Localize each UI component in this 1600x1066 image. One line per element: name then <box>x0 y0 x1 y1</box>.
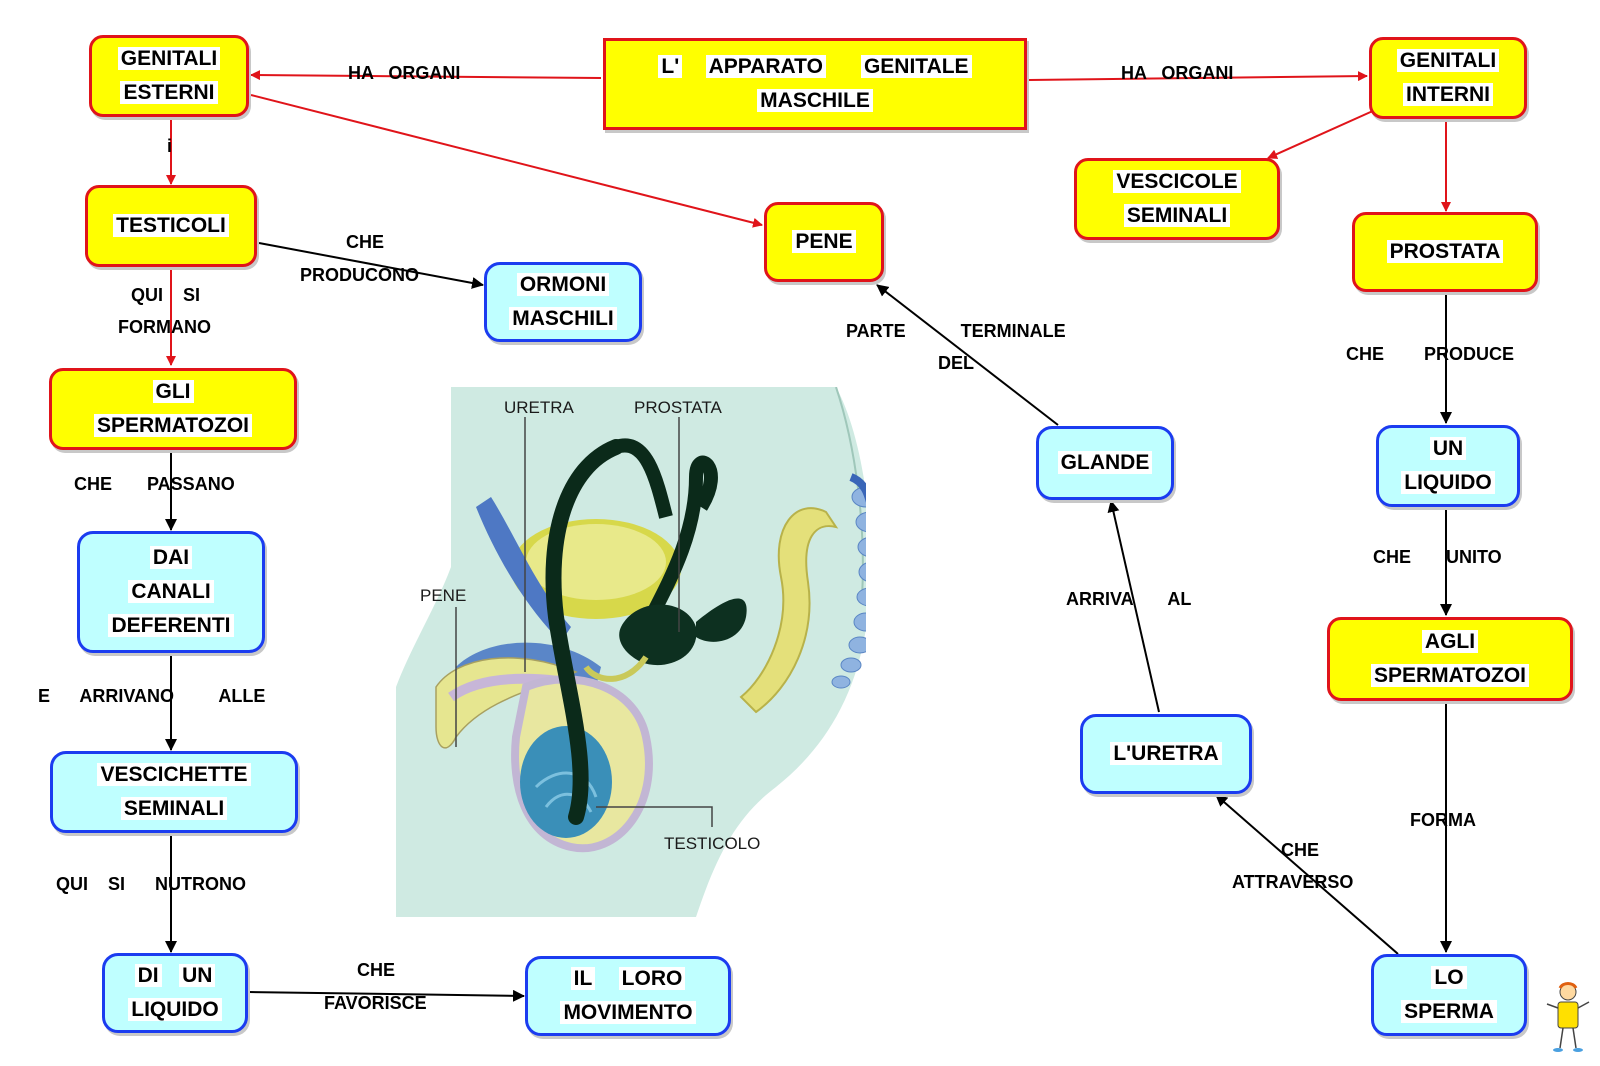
node-agli-spermatozoi: AGLI SPERMATOZOI <box>1327 617 1573 701</box>
node-un-liquido: UN LIQUIDO <box>1376 425 1520 507</box>
edge-testicoli-ormoni <box>258 242 484 289</box>
node-pene: PENE <box>764 202 884 282</box>
label-arriva-al: ARRIVA AL <box>1066 589 1192 609</box>
label-parte-terminale-1: PARTE TERMINALE <box>846 321 1066 341</box>
node-lo-sperma: LO SPERMA <box>1371 954 1527 1036</box>
label-parte-terminale-2: DEL <box>938 353 974 373</box>
edge-liquido-movimento <box>248 989 525 1002</box>
node-loro-movimento: IL LORO MOVIMENTO <box>525 956 731 1036</box>
illus-label-prostata: PROSTATA <box>634 398 723 417</box>
node-gli-spermatozoi: GLI SPERMATOZOI <box>49 368 297 450</box>
illus-label-testicolo: TESTICOLO <box>664 834 760 853</box>
label-qui-si-nutrono: QUI SI NUTRONO <box>56 874 247 894</box>
label-che-attraverso-2: ATTRAVERSO <box>1232 872 1354 892</box>
label-qui-si-formano-1: QUI SI <box>131 285 201 305</box>
label-che-producono-1: CHE <box>346 232 385 252</box>
node-canali-deferenti: DAI CANALI DEFERENTI <box>77 531 265 653</box>
node-genitali-esterni: GENITALI ESTERNI <box>89 35 249 117</box>
edge-root-interni <box>1028 71 1368 82</box>
node-genitali-interni: GENITALI INTERNI <box>1369 37 1527 119</box>
node-ormoni-maschili: ORMONI MASCHILI <box>484 262 642 342</box>
anatomy-illustration: URETRA PROSTATA PENE TESTICOLO <box>396 387 866 917</box>
label-che-attraverso-1: CHE <box>1281 840 1320 860</box>
edge-sperma-uretra <box>1215 794 1399 955</box>
edge-uretra-glande <box>1107 500 1160 713</box>
label-che-passano: CHE PASSANO <box>74 474 235 494</box>
node-prostata: PROSTATA <box>1352 212 1538 292</box>
label-e-arrivano-alle: E ARRIVANO ALLE <box>38 686 266 706</box>
illus-label-pene: PENE <box>420 586 466 605</box>
edge-glande-pene <box>876 284 1059 426</box>
label-che-favorisce-1: CHE <box>357 960 396 980</box>
node-apparato-genitale: L' APPARATO GENITALE MASCHILE <box>603 38 1027 130</box>
label-che-favorisce-2: FAVORISCE <box>324 993 427 1013</box>
node-vescichette-seminali: VESCICHETTE SEMINALI <box>50 751 298 833</box>
label-che-unito: CHE UNITO <box>1373 547 1502 567</box>
edge-root-esterni <box>250 70 602 81</box>
label-che-produce: CHE PRODUCE <box>1346 344 1515 364</box>
label-qui-si-formano-2: FORMANO <box>118 317 211 337</box>
edge-interni-vescicole <box>1267 109 1376 159</box>
node-di-un-liquido: DI UN LIQUIDO <box>102 953 248 1033</box>
illus-label-uretra: URETRA <box>504 398 575 417</box>
label-ha-organi-left: HA ORGANI <box>348 63 461 83</box>
label-i: i <box>167 136 173 156</box>
node-testicoli: TESTICOLI <box>85 185 257 267</box>
label-forma: FORMA <box>1410 810 1476 830</box>
node-vescicole-seminali: VESCICOLE SEMINALI <box>1074 158 1280 240</box>
mascot-icon <box>1546 982 1590 1052</box>
node-glande: GLANDE <box>1036 426 1174 500</box>
label-ha-organi-right: HA ORGANI <box>1121 63 1234 83</box>
node-uretra: L'URETRA <box>1080 714 1252 794</box>
label-che-producono-2: PRODUCONO <box>300 265 420 285</box>
edge-esterni-pene <box>250 94 763 228</box>
